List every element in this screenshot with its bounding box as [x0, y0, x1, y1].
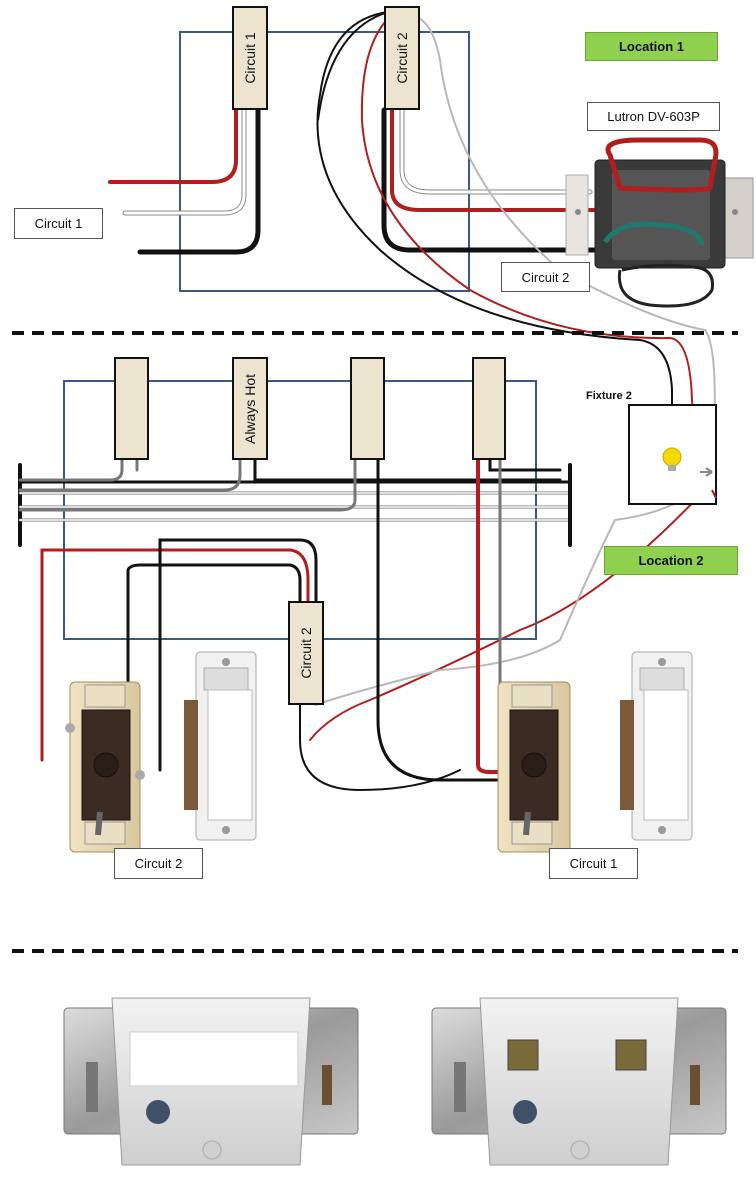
left-3way-switch-photo [65, 681, 145, 853]
lutron-dimmer-photo [565, 137, 754, 308]
mid-circuit2-wire-nut: Circuit 2 [288, 601, 324, 705]
mid-wire-nut-always-hot: Always Hot [232, 357, 268, 460]
right-dimmer-back-photo [431, 997, 727, 1166]
circuit1-feed-wires [108, 107, 261, 255]
top-circuit2-wire-nut: Circuit 2 [384, 6, 420, 110]
switch-left-circuit-label: Circuit 2 [114, 848, 203, 879]
fixture-arrow-icon [700, 467, 713, 477]
left-rocker-switch-photo [184, 651, 257, 841]
right-3way-switch-photo [497, 681, 571, 853]
switch-right-circuit-label: Circuit 1 [549, 848, 638, 879]
mid-wire-nut-1 [114, 357, 149, 460]
fixture2-label: Fixture 2 [586, 390, 632, 402]
location2-label: Location 2 [604, 546, 738, 575]
right-rocker-switch-photo [620, 651, 693, 841]
circuit2-box-label: Circuit 2 [501, 262, 590, 292]
mid-wire-nut-3 [350, 357, 385, 460]
left-dimmer-back-photo [63, 997, 359, 1166]
circuit2-dimmer-wires [381, 107, 613, 253]
mid-wire-nut-4 [472, 357, 506, 460]
location1-junction-box [179, 31, 470, 292]
top-circuit1-wire-nut: Circuit 1 [232, 6, 268, 110]
lutron-label: Lutron DV-603P [587, 102, 720, 131]
location1-label: Location 1 [585, 32, 718, 61]
bulb-icon [662, 447, 682, 471]
location2-feed-cable [18, 463, 572, 547]
circuit1-box-label: Circuit 1 [14, 208, 103, 239]
